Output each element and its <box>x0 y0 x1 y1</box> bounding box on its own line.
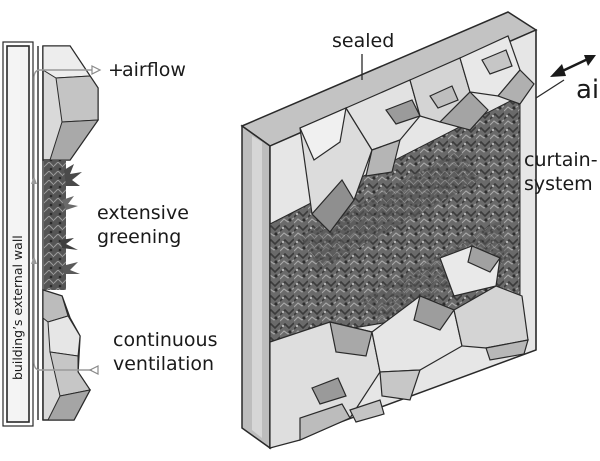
extensive-label: extensive <box>97 202 189 224</box>
curtain-label: curtain- <box>524 149 598 171</box>
curtain-leader <box>535 79 565 99</box>
perspective-view <box>240 11 538 450</box>
external-wall <box>6 45 30 423</box>
airflow-path <box>33 69 92 371</box>
airflow-arrow-in <box>88 365 99 375</box>
lower-modules <box>269 245 529 449</box>
ventilation-label: ventilation <box>113 353 214 375</box>
greening-section <box>44 160 66 290</box>
sealed-label: sealed <box>332 30 394 52</box>
system-label: system <box>524 173 593 195</box>
airflow-label: airflow <box>122 59 186 81</box>
air-arrow <box>550 55 596 77</box>
greening-label: greening <box>97 226 181 248</box>
airflow-marker: + <box>108 59 124 81</box>
air-partial-label: ai <box>576 75 599 105</box>
airflow-arrow-out <box>91 65 102 75</box>
upper-modules <box>299 35 535 233</box>
wall-vertical-label: building’s external wall <box>10 235 25 380</box>
right-labels: sealed ai curtain- system <box>332 30 599 195</box>
section-view: building’s external wall <box>2 41 102 427</box>
left-labels: + airflow extensive greening continuous … <box>97 59 218 375</box>
continuous-label: continuous <box>113 329 218 351</box>
